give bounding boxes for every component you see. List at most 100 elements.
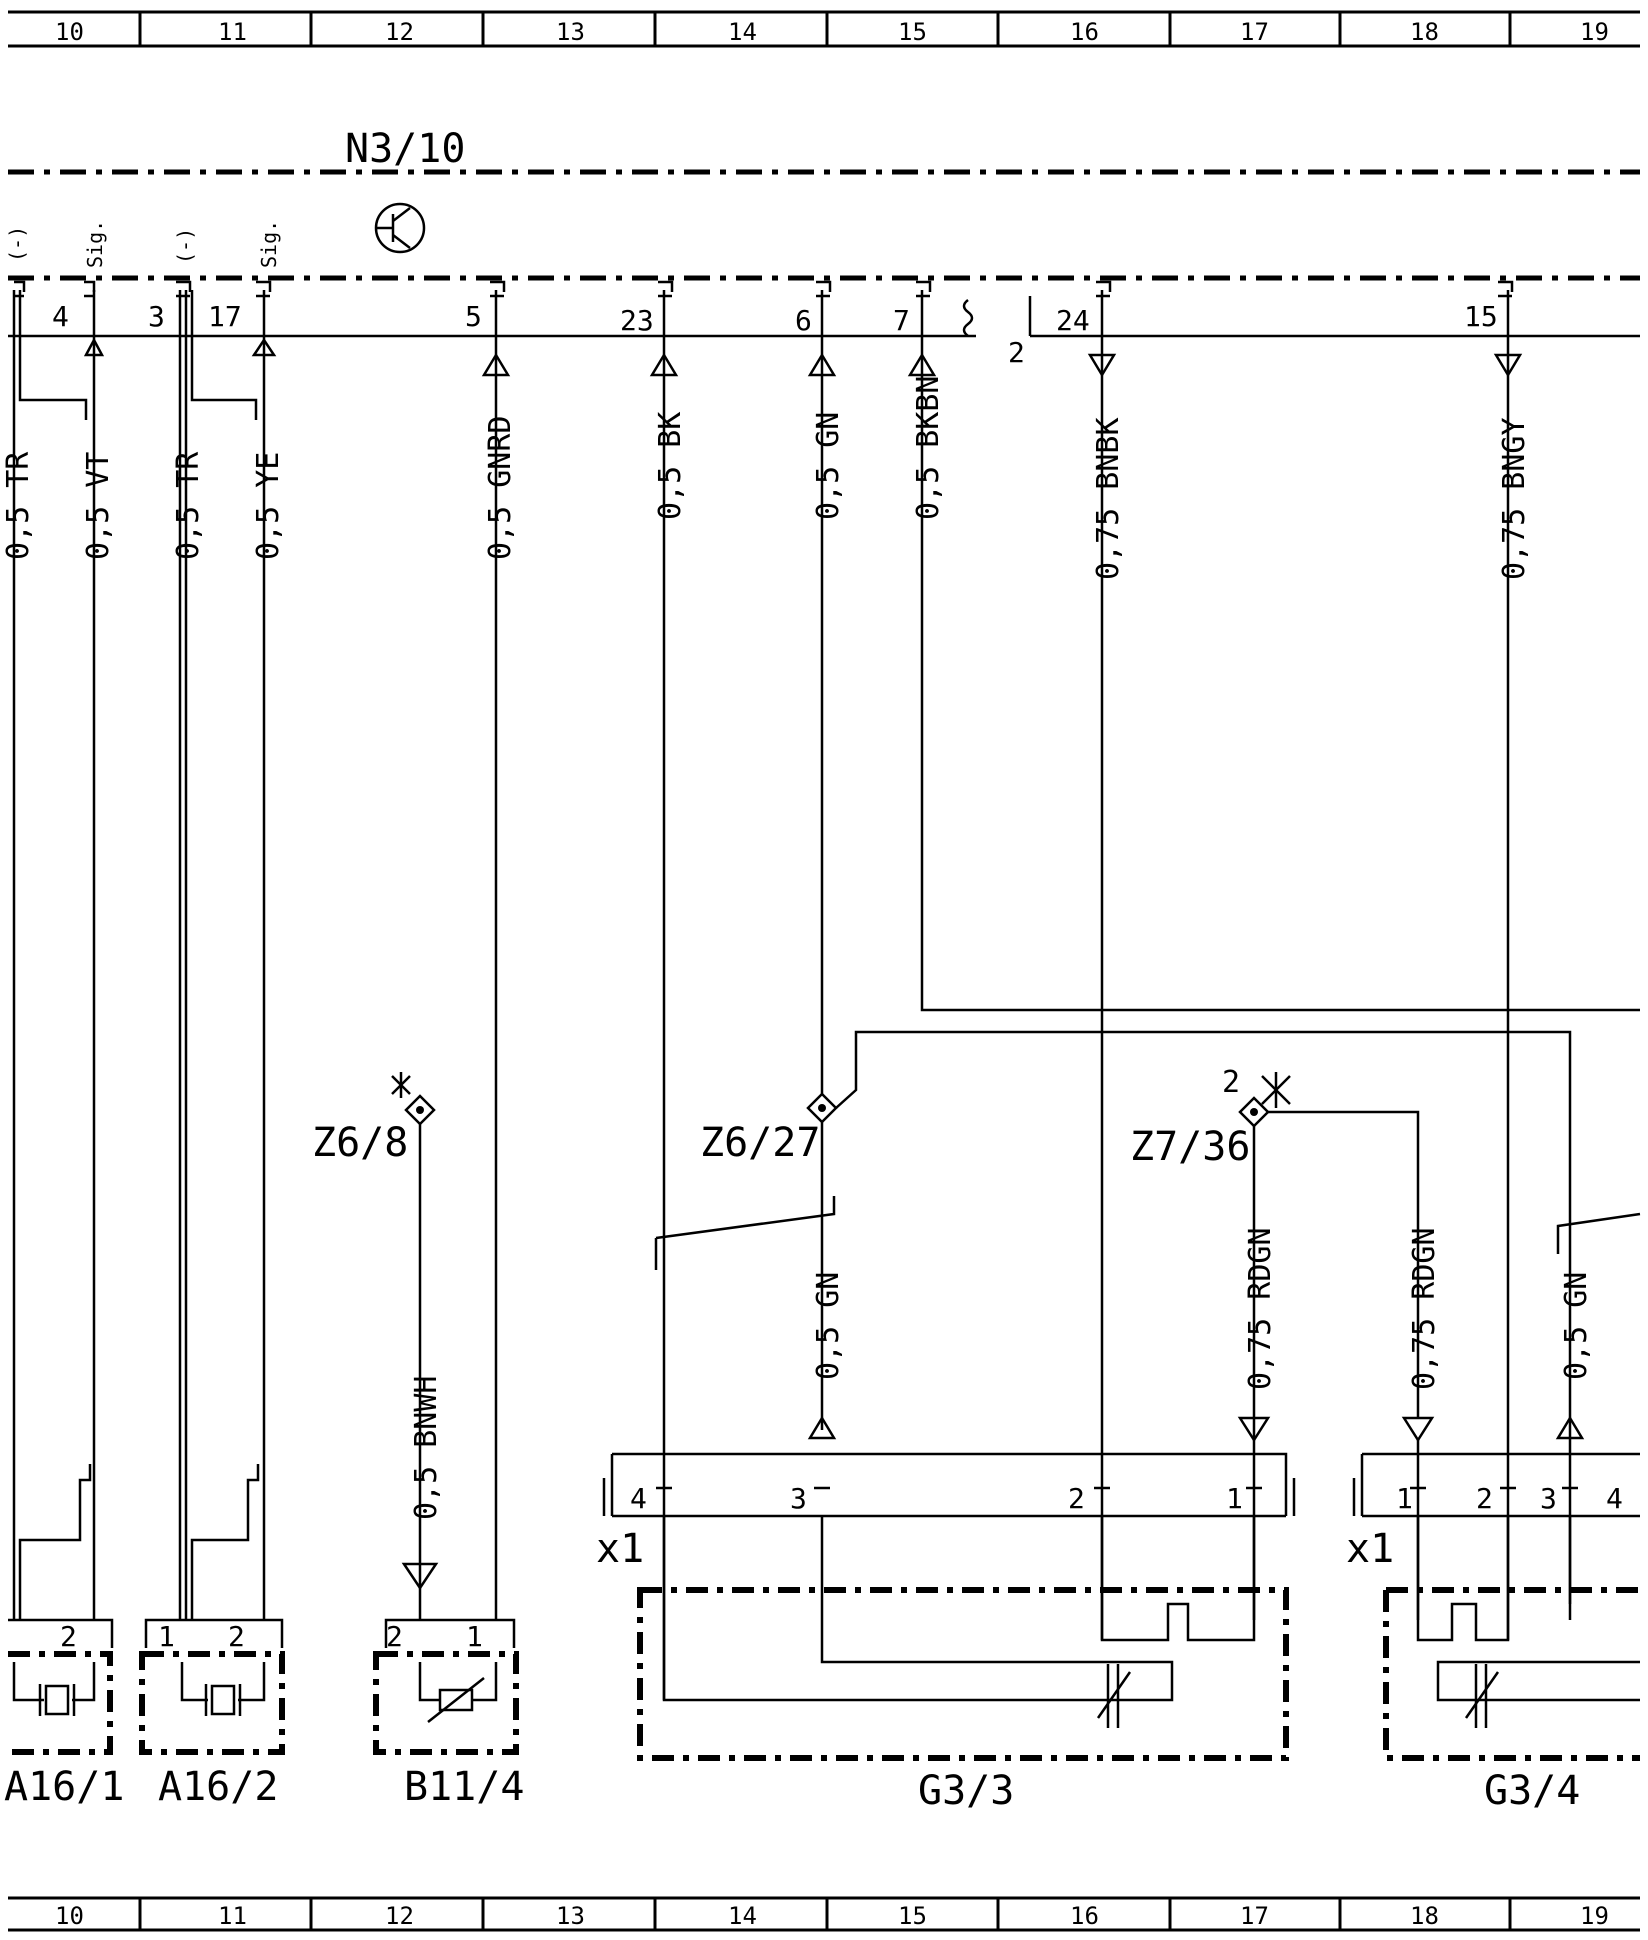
grid-label: 11 (218, 1902, 247, 1930)
splice-label: Z6/8 (312, 1120, 408, 1166)
splice-z6-27: Z6/27 0,5 GN (654, 1030, 1572, 1440)
pin-label: 23 (620, 304, 654, 337)
wire-gnrd: 0,5 GNRD (481, 290, 518, 1620)
signal-label: Sig. (83, 220, 107, 268)
wire-label: 0,5 BKBN (911, 376, 946, 521)
wire-label: 0,5 TR (1, 451, 36, 560)
wire-bkbn: 0,5 BKBN (907, 290, 1640, 1012)
grid-ruler-top: 10 11 12 13 14 15 16 17 18 19 (8, 10, 1640, 48)
grid-label: 18 (1410, 1902, 1439, 1930)
wire-label: 0,5 GN (811, 1272, 846, 1380)
connector-x1-g3-3: 4 3 2 1 x1 (596, 1452, 1296, 1572)
wire-label: 0,5 GNRD (483, 416, 518, 561)
connector-label: x1 (596, 1526, 644, 1572)
component-label: G3/3 (918, 1768, 1014, 1814)
grid-label: 15 (898, 18, 927, 46)
splice-pin-label: 2 (1222, 1065, 1240, 1100)
component-label: A16/2 (158, 1764, 278, 1810)
grid-label: 13 (556, 18, 585, 46)
wire-label: 0,75 BNBK (1091, 417, 1126, 580)
grid-label: 10 (55, 1902, 84, 1930)
pin-label: 2 (1008, 336, 1025, 369)
component-a16-2: 1 2 A16/2 (139, 1618, 285, 1810)
wire-label: 0,5 GN (1559, 1272, 1594, 1380)
crystal-icon (210, 1684, 236, 1716)
splice-label: Z6/27 (700, 1120, 820, 1166)
pin-label: 7 (893, 304, 910, 337)
component-label: A16/1 (4, 1764, 124, 1810)
grid-label: 16 (1070, 18, 1099, 46)
module-terminals (14, 280, 1514, 298)
component-label: G3/4 (1484, 1768, 1580, 1814)
pin-label: 6 (795, 304, 812, 337)
pin-label: 17 (208, 300, 242, 333)
wire-gn-top: 0,5 GN (807, 290, 846, 1094)
grid-label: 17 (1240, 1902, 1269, 1930)
grid-label: 12 (385, 1902, 414, 1930)
component-pin: 1 (466, 1620, 483, 1653)
grid-label: 16 (1070, 1902, 1099, 1930)
wire-label: 0,5 VT (81, 452, 116, 560)
grid-label: 14 (728, 1902, 757, 1930)
grid-label: 19 (1580, 18, 1609, 46)
splice-z7-36: 2 Z7/36 0,75 RDGN 0,75 RDGN (1130, 1065, 1442, 1620)
component-b11-4: 2 1 B11/4 (373, 1618, 524, 1810)
wire-label: 0,5 YE (251, 452, 286, 560)
connector-pin: 3 (1540, 1482, 1557, 1515)
splice-label: Z7/36 (1130, 1124, 1250, 1170)
grid-label: 11 (218, 18, 247, 46)
connector-pin: 2 (1476, 1482, 1493, 1515)
connector-pin: 4 (1606, 1482, 1623, 1515)
wire-label: 0,5 GN (811, 412, 846, 520)
connector-pin: 1 (1396, 1482, 1413, 1515)
module-connector-row: 4 3 17 5 23 6 7 2 24 15 (8, 296, 1640, 369)
wire-label: 0,75 BNGY (1497, 417, 1532, 580)
signal-label: Sig. (257, 220, 281, 268)
component-g3-3: G3/3 (637, 1516, 1289, 1814)
component-label: B11/4 (404, 1764, 524, 1810)
connector-pin: 3 (790, 1482, 807, 1515)
component-pin: 2 (386, 1620, 403, 1653)
wire-label: 0,75 RDGN (1407, 1227, 1442, 1390)
grid-label: 13 (556, 1902, 585, 1930)
pin-label: 15 (1464, 300, 1498, 333)
grid-ruler-bottom: 10 11 12 13 14 15 16 17 18 19 (8, 1896, 1640, 1932)
grid-label: 17 (1240, 18, 1269, 46)
connector-pin: 2 (1068, 1482, 1085, 1515)
wires-left: 0,5 TR 0,5 VT 0,5 TR 0,5 YE (1, 290, 286, 1620)
crystal-icon (44, 1684, 70, 1716)
component-pin: 2 (228, 1620, 245, 1653)
wire-label: 0,5 BNWH (409, 1376, 444, 1521)
wire-bnbk: 0,75 BNBK (1087, 290, 1126, 1640)
component-pin: 1 (158, 1620, 175, 1653)
connector-x1-g3-4: 1 2 3 4 x1 (1346, 1452, 1640, 1572)
pin-label: 4 (52, 300, 69, 333)
wire-label: 0,5 TR (171, 451, 206, 560)
connector-pin: 4 (630, 1482, 647, 1515)
module-n3-10: N3/10 (-) Sig. (-) Sig. (5, 126, 1640, 281)
wire-label: 0,75 RDGN (1243, 1227, 1278, 1390)
grid-label: 12 (385, 18, 414, 46)
grid-label: 15 (898, 1902, 927, 1930)
signal-label: (-) (5, 226, 29, 262)
grid-label: 19 (1580, 1902, 1609, 1930)
splice-z6-8: Z6/8 0,5 BNWH (312, 1072, 444, 1620)
resistor-icon (438, 1688, 474, 1712)
component-a16-1: 2 A16/1 (4, 1618, 124, 1810)
component-pin: 2 (60, 1620, 77, 1653)
grid-label: 18 (1410, 18, 1439, 46)
transistor-icon (374, 202, 426, 254)
variable-capacitor-icon (1096, 1664, 1132, 1728)
signal-label: (-) (173, 228, 197, 264)
pin-label: 5 (465, 300, 482, 333)
wire-label: 0,5 BK (653, 412, 688, 520)
wire-bngy: 0,75 BNGY (1493, 290, 1532, 1640)
module-label: N3/10 (345, 126, 465, 172)
connector-pin: 1 (1226, 1482, 1243, 1515)
pin-label: 3 (148, 300, 165, 333)
connector-label: x1 (1346, 1526, 1394, 1572)
pin-label: 24 (1056, 304, 1090, 337)
variable-capacitor-icon (1464, 1664, 1500, 1728)
wire-bk: 0,5 BK (649, 290, 688, 1700)
